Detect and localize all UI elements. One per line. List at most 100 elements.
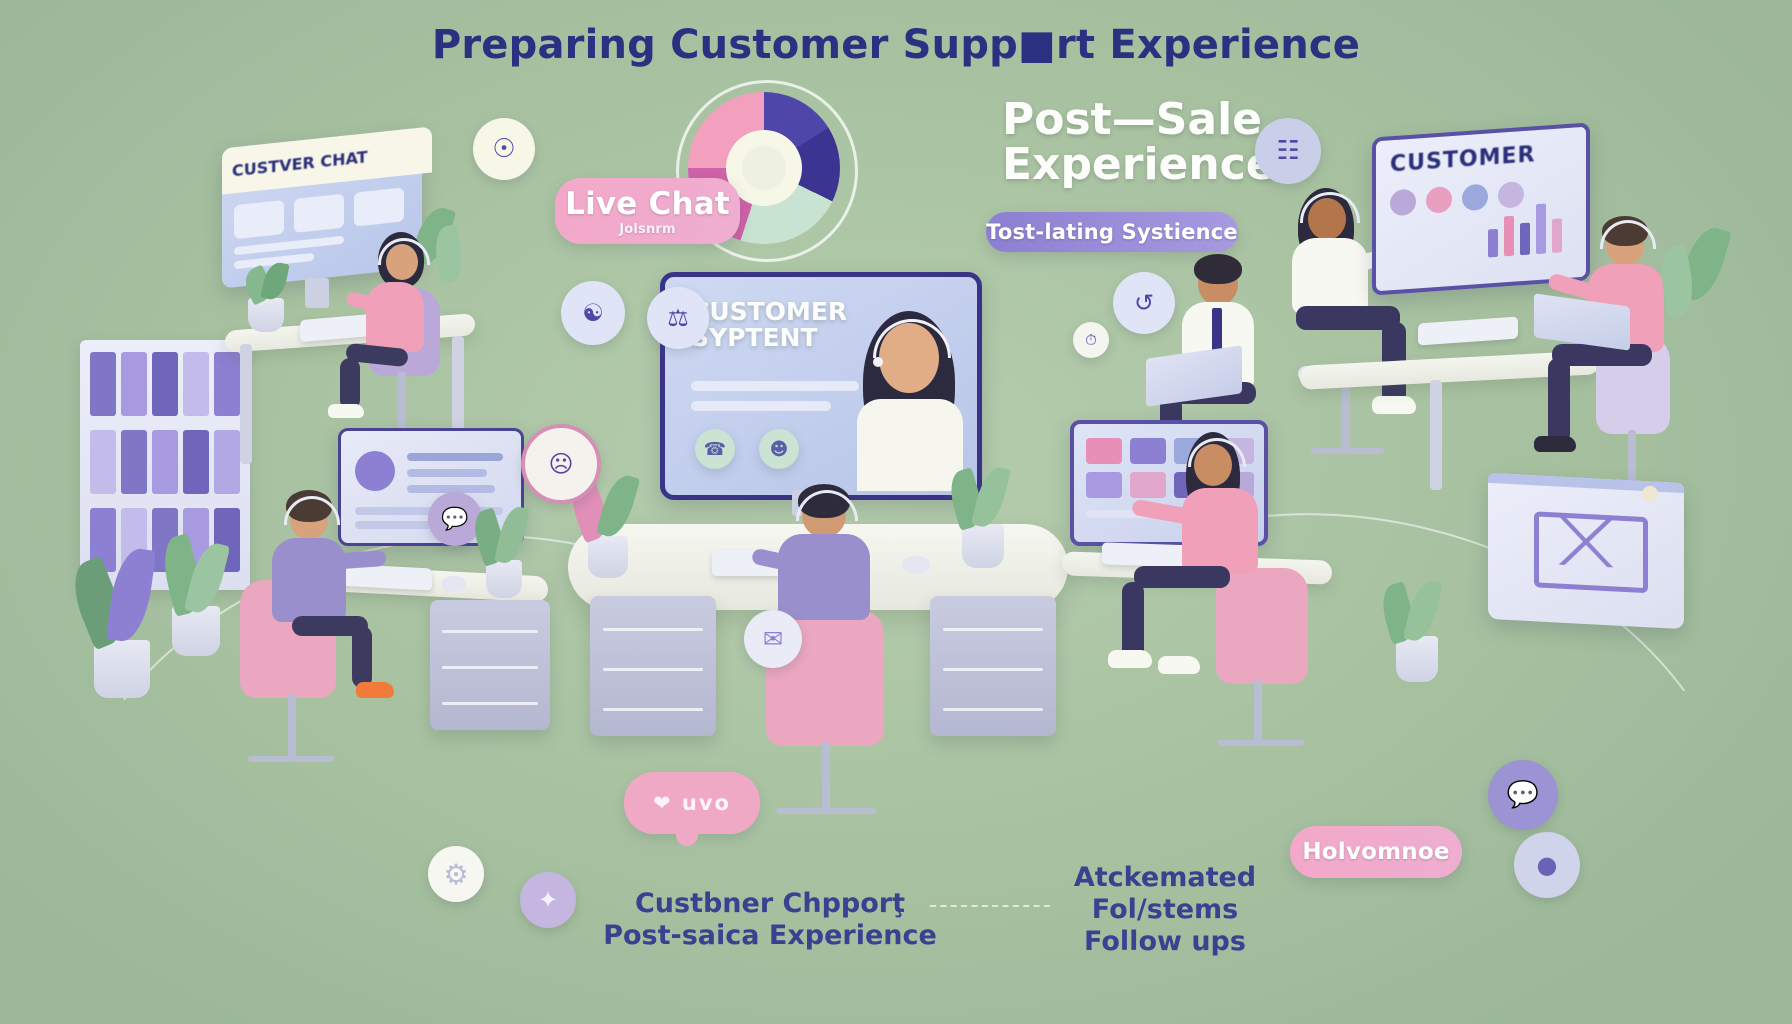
person-leg <box>340 358 360 410</box>
star-icon[interactable]: ⚖ <box>647 287 709 349</box>
holvomnoe-label: Holvomnoe <box>1302 839 1450 865</box>
chair-post <box>822 742 830 812</box>
screen-card <box>294 193 344 233</box>
live-chat-sublabel: Jolsnrm <box>619 221 676 237</box>
profile-monitor[interactable] <box>338 428 524 546</box>
user-icon[interactable]: ● <box>1514 832 1580 898</box>
chat-bubble-icon[interactable]: ☯ <box>561 281 625 345</box>
person-tie <box>1212 308 1222 356</box>
screen-card <box>234 199 284 240</box>
user-icon[interactable]: ☷ <box>1255 118 1321 184</box>
refresh-icon[interactable]: ↺ <box>1113 272 1175 334</box>
left-footer-line2: Post-saica Experience <box>603 919 937 951</box>
right-monitor[interactable]: CUSTOMER <box>1372 122 1590 296</box>
support-agent-icon[interactable]: ☉ <box>473 118 535 180</box>
desk-leg <box>452 336 464 456</box>
screen-card <box>234 235 344 256</box>
left-monitor-title: CUSTVER CHAT <box>232 146 368 180</box>
screen-line <box>691 401 831 411</box>
right-footer-line2: Fol/stems <box>1091 893 1239 925</box>
right-monitor-title: CUSTOMER <box>1390 142 1536 178</box>
shelf-row-2 <box>90 430 240 494</box>
bar <box>1504 215 1514 257</box>
person-shoe <box>1534 436 1576 452</box>
center-monitor[interactable]: CUSTOMER SYPTENT ☎ ☻ <box>660 272 982 500</box>
agent-portrait <box>843 307 971 491</box>
person-torso <box>272 538 346 622</box>
person-hair <box>1194 254 1242 284</box>
bar <box>1520 222 1530 256</box>
headline-block: Post—Sale Experience <box>1002 94 1276 190</box>
live-chat-badge[interactable]: Live Chat Jolsnrm <box>555 178 740 244</box>
cabinet-left <box>430 600 550 730</box>
agent-torso <box>857 399 963 491</box>
headline-badge-label: Tost-lating Systience <box>986 220 1238 244</box>
person-torso <box>366 282 424 352</box>
plant-pot <box>588 536 628 578</box>
bar <box>1536 203 1546 255</box>
cabinet-center-right <box>930 596 1056 736</box>
center-monitor-title: CUSTOMER SYPTENT <box>691 299 861 350</box>
person-leg <box>292 616 368 636</box>
center-monitor-title-line2: SYPTENT <box>691 322 818 352</box>
profile-avatar-icon <box>355 451 395 491</box>
chat-bubble-icon[interactable]: 💬 <box>1488 760 1558 830</box>
chair-back <box>1216 568 1308 684</box>
headline-line2: Experience <box>1002 138 1276 190</box>
chair-base <box>248 756 334 762</box>
plant-pot <box>962 524 1004 568</box>
left-footer-label: Custbner Chpporţ Post-saica Experience <box>600 888 940 952</box>
page-title-text: Preparing Customer Supp■rt Experience <box>431 22 1361 68</box>
shelf-row-1 <box>90 352 240 416</box>
right-footer-line3: Follow ups <box>1084 925 1246 957</box>
gear-icon[interactable]: ⚙ <box>428 846 484 902</box>
donut-chart-outer-ring <box>676 80 858 262</box>
person-shoe <box>328 404 364 418</box>
chat-bubble-icon: 💬 <box>428 492 482 546</box>
mail-icon[interactable]: ✉ <box>744 610 802 668</box>
profile-line <box>407 453 503 461</box>
screen-line <box>691 381 859 391</box>
person-torso <box>1182 488 1258 574</box>
dot-connector-left <box>930 905 1050 907</box>
chair-post <box>1254 680 1262 744</box>
left-monitor-titlebar: CUSTVER CHAT <box>222 126 432 195</box>
clock-icon[interactable]: ⏱ <box>1073 322 1109 358</box>
headset-icon[interactable]: ☹ <box>521 424 601 504</box>
support-agent-icon[interactable]: ☻ <box>759 429 799 469</box>
headline-badge[interactable]: Tost-lating Systience <box>986 212 1238 252</box>
left-footer-line1: Custbner Chpporţ <box>634 888 906 919</box>
stool-base <box>1310 448 1384 454</box>
center-monitor-title-line1: CUSTOMER <box>691 297 848 326</box>
star-icon[interactable]: ✦ <box>520 872 576 928</box>
mail-icon-flap <box>1536 513 1636 569</box>
window-dot <box>1642 486 1658 502</box>
chair-base <box>776 808 876 814</box>
profile-line <box>407 469 487 477</box>
keyboard-right[interactable] <box>1418 316 1518 346</box>
person-torso <box>778 534 870 620</box>
mouse-center[interactable] <box>902 556 930 574</box>
floor-plant-pot <box>94 640 150 698</box>
person-leg <box>352 626 372 688</box>
chair-post <box>398 372 406 434</box>
plant-pot <box>1396 636 1438 682</box>
person-shoe <box>1372 396 1416 414</box>
headset-mic <box>873 357 883 367</box>
plant-pot <box>486 560 522 598</box>
headline-line1: Post—Sale <box>1002 94 1263 145</box>
page-title: Preparing Customer Supp■rt Experience <box>0 22 1792 68</box>
bar <box>1488 228 1498 258</box>
love-speech-badge[interactable]: ❤ uvo <box>624 772 760 846</box>
person-leg <box>1134 566 1230 588</box>
chair-post <box>288 694 296 760</box>
holvomnoe-badge[interactable]: Holvomnoe <box>1290 826 1462 878</box>
mouse-left[interactable] <box>442 576 466 592</box>
person-shoe <box>1158 656 1200 674</box>
chair-base <box>1218 740 1304 746</box>
profile-line <box>355 521 465 529</box>
person-leg <box>1548 358 1570 444</box>
headset-icon[interactable]: ☎ <box>695 429 735 469</box>
desk-leg <box>240 344 252 464</box>
